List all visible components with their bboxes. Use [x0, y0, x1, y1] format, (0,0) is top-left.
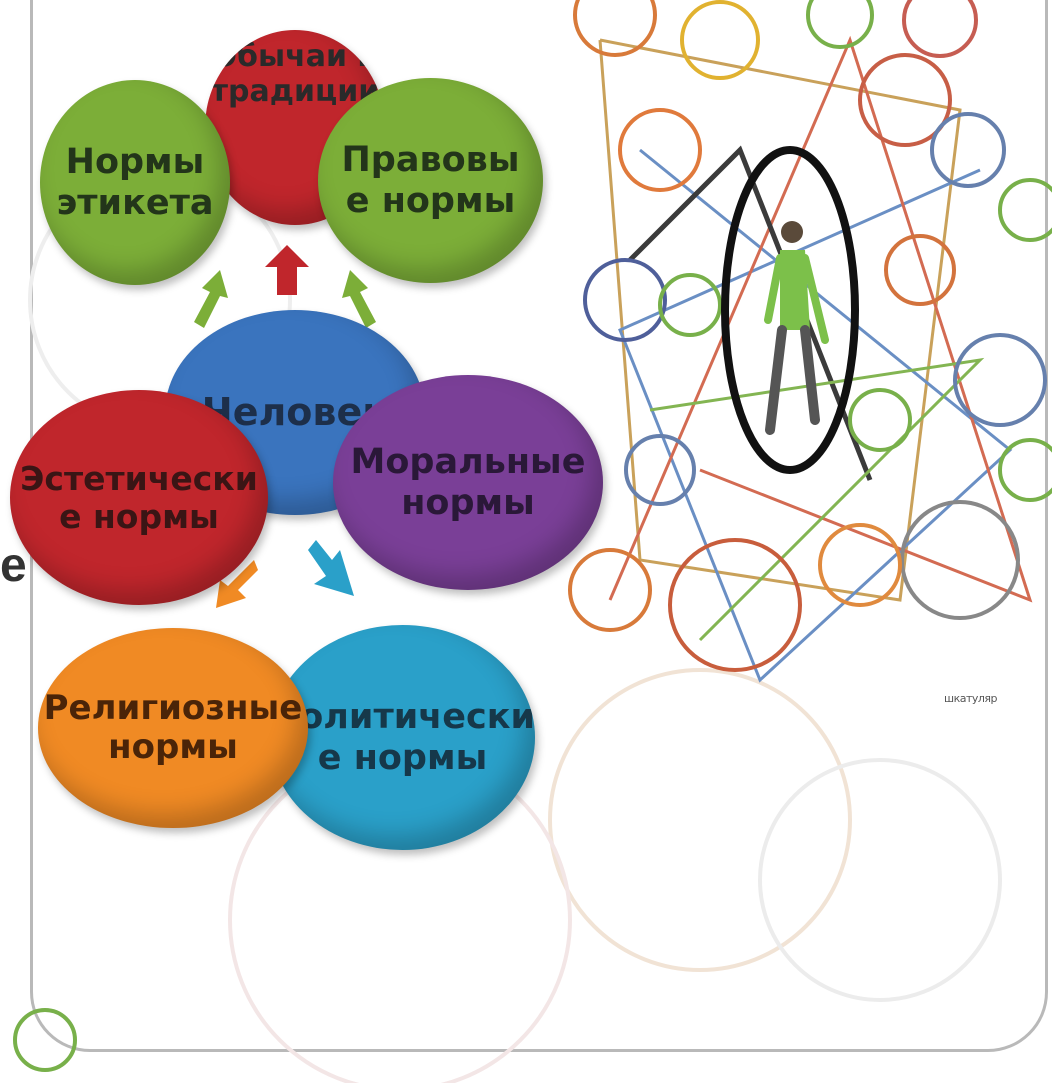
node-etiquette: Нормы этикета [40, 80, 230, 285]
arrow-up-left-icon [194, 270, 228, 328]
walking-person-icon [764, 221, 829, 435]
arrow-down-left-icon [216, 560, 258, 608]
node-moral: Моральные нормы [333, 375, 603, 590]
node-religious: Религиозные нормы [38, 628, 308, 828]
cropped-edge-text: е [0, 539, 27, 592]
illustration-credit: шкатуляр [944, 692, 998, 705]
arrow-up-right-icon [342, 270, 376, 328]
arrow-up-icon [265, 245, 309, 295]
node-law: Правовы е нормы [318, 78, 543, 283]
arrow-down-right-icon [308, 540, 354, 596]
node-political: Политически е нормы [270, 625, 535, 850]
node-aesthetic: Эстетически е нормы [10, 390, 268, 605]
